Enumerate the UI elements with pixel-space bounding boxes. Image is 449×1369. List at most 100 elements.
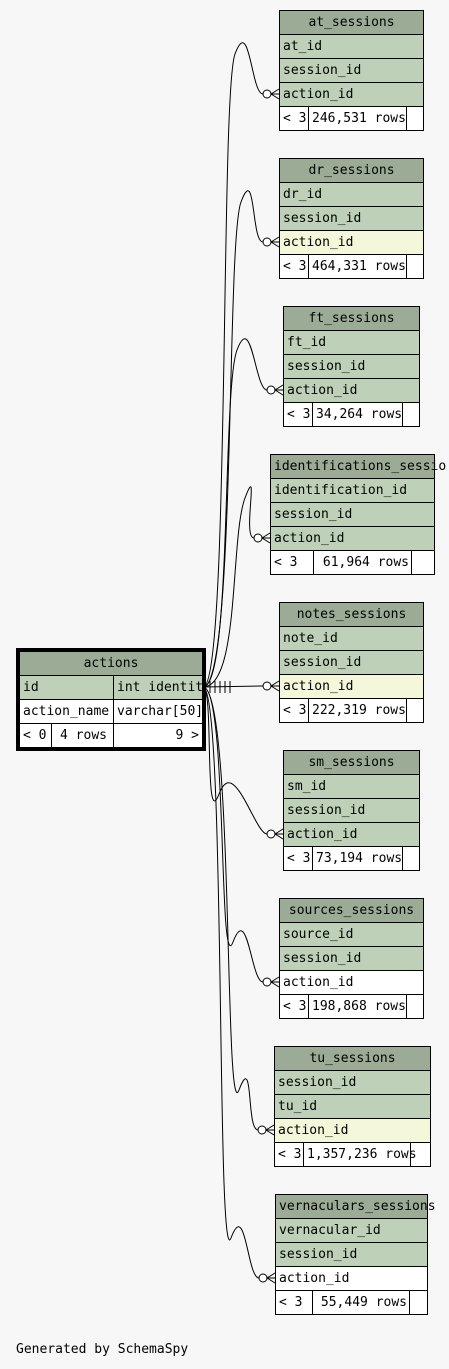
footer-text: Generated by SchemaSpy	[16, 1342, 189, 1357]
column-name[interactable]: dr_id	[279, 182, 424, 207]
row-count: 464,331 rows	[308, 254, 407, 279]
table-name[interactable]: ft_sessions	[283, 306, 420, 331]
table-name[interactable]: sources_sessions	[279, 898, 424, 923]
row-count: 34,264 rows	[312, 402, 403, 427]
child-count	[406, 994, 424, 1019]
column-name[interactable]: vernacular_id	[275, 1218, 428, 1243]
table-name[interactable]: dr_sessions	[279, 158, 424, 183]
column-name[interactable]: action_id	[279, 82, 424, 107]
relationship-line	[202, 686, 260, 1279]
parent-count: < 3	[279, 994, 309, 1019]
crows-foot-icon	[266, 1272, 276, 1284]
crows-foot-icon	[265, 1124, 275, 1136]
row-count: 246,531 rows	[308, 106, 407, 131]
actions-table[interactable]: actions id int identit action_name varch…	[16, 648, 207, 751]
zero-or-many-marker-icon	[262, 977, 272, 987]
stats-row: < 0 4 rows	[19, 723, 114, 748]
row-count: 222,319 rows	[308, 698, 407, 723]
row-count: 55,449 rows	[312, 1290, 410, 1315]
row-count: 61,964 rows	[313, 550, 412, 575]
column-name[interactable]: session_id	[269, 502, 436, 527]
table-name[interactable]: actions	[18, 651, 204, 676]
column-type: varchar[50]	[112, 699, 203, 724]
crows-foot-icon	[270, 88, 280, 100]
column-name[interactable]: session_id	[279, 650, 424, 675]
parent-count: < 3	[274, 1142, 304, 1167]
column-name[interactable]: id	[19, 675, 114, 700]
row-count: 73,194 rows	[312, 846, 403, 871]
table-name[interactable]: sm_sessions	[283, 750, 420, 775]
table-name[interactable]: identifications_sessio	[269, 454, 446, 479]
row-count: 198,868 rows	[308, 994, 407, 1019]
column-name[interactable]: at_id	[279, 34, 424, 59]
child-count	[406, 698, 424, 723]
column-name[interactable]: action_id	[283, 378, 420, 403]
crows-foot-icon	[270, 976, 280, 988]
parent-count: < 3	[279, 254, 309, 279]
column-name[interactable]: note_id	[279, 626, 424, 651]
column-name[interactable]: source_id	[279, 922, 424, 947]
relationship-line	[202, 486, 255, 688]
table-name[interactable]: tu_sessions	[274, 1046, 431, 1071]
relationship-line	[202, 338, 268, 688]
parent-count: < 3	[283, 846, 313, 871]
column-name[interactable]: session_id	[279, 58, 424, 83]
child-count: 9 >	[112, 723, 204, 748]
child-count	[410, 550, 436, 575]
table-name[interactable]: vernaculars_sessions	[275, 1194, 436, 1219]
child-count	[402, 402, 420, 427]
child-count	[406, 106, 424, 131]
row-count: 4 rows	[60, 728, 107, 743]
column-name[interactable]: session_id	[279, 946, 424, 971]
zero-or-many-marker-icon	[253, 533, 263, 543]
crows-foot-icon	[274, 384, 284, 396]
child-count	[409, 1290, 428, 1315]
parent-count: < 3	[270, 550, 314, 575]
parent-count: < 0	[20, 724, 52, 747]
column-name[interactable]: tu_id	[274, 1094, 431, 1119]
column-name[interactable]: ft_id	[283, 330, 420, 355]
column-name[interactable]: action_id	[279, 970, 424, 995]
column-name[interactable]: action_id	[274, 1118, 431, 1143]
relationship-line	[202, 42, 264, 688]
relationship-line	[202, 686, 259, 1131]
column-name[interactable]: sm_id	[283, 774, 420, 799]
parent-count: < 3	[283, 402, 313, 427]
zero-or-many-marker-icon	[262, 89, 272, 99]
column-name[interactable]: session_id	[274, 1070, 431, 1095]
zero-or-many-marker-icon	[262, 681, 272, 691]
table-name[interactable]: at_sessions	[279, 10, 424, 35]
column-name[interactable]: identification_id	[269, 478, 436, 503]
column-name[interactable]: session_id	[279, 206, 424, 231]
child-count	[410, 1142, 431, 1167]
relationship-line	[202, 190, 264, 688]
row-count: 1,357,236 rows	[303, 1142, 417, 1167]
parent-count: < 3	[275, 1290, 313, 1315]
relationship-line	[202, 685, 264, 688]
column-name[interactable]: action_id	[269, 526, 436, 551]
crows-foot-icon	[270, 236, 280, 248]
column-name[interactable]: action_id	[283, 822, 420, 847]
parent-count: < 3	[279, 106, 309, 131]
column-name[interactable]: action_id	[279, 230, 424, 255]
zero-or-many-marker-icon	[262, 237, 272, 247]
table-name[interactable]: notes_sessions	[279, 602, 424, 627]
column-name[interactable]: action_id	[279, 674, 424, 699]
column-name[interactable]: session_id	[283, 354, 420, 379]
column-name[interactable]: action_id	[275, 1266, 428, 1291]
zero-or-many-marker-icon	[266, 385, 276, 395]
zero-or-many-marker-icon	[266, 829, 276, 839]
crows-foot-icon	[261, 532, 271, 544]
column-name[interactable]: session_id	[283, 798, 420, 823]
column-name[interactable]: session_id	[275, 1242, 428, 1267]
column-name[interactable]: action_name	[19, 699, 114, 724]
